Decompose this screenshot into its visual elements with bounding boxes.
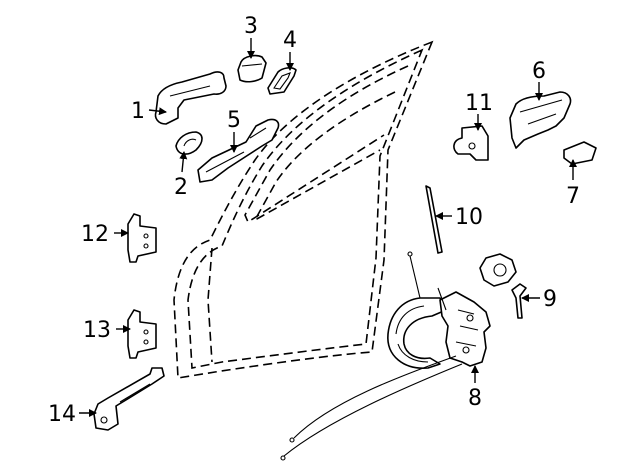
callout-12: 12 (81, 222, 109, 247)
part-14-door-check (93, 367, 165, 431)
callout-14: 14 (48, 402, 76, 427)
callout-7: 7 (566, 184, 580, 209)
part-13-hinge (127, 309, 157, 359)
part-9-lock-cylinder (479, 253, 527, 319)
leader-lines (79, 38, 577, 417)
part-8-latch-assembly (280, 251, 491, 461)
part-6-inside-handle (509, 91, 572, 149)
callout-2: 2 (174, 175, 188, 200)
part-11-bracket (453, 125, 489, 161)
part-4-gasket (267, 67, 297, 95)
callout-13: 13 (83, 318, 111, 343)
part-7-cover (563, 141, 597, 165)
part-10-rod (425, 185, 443, 254)
callout-9: 9 (543, 287, 557, 312)
part-1-outside-handle (154, 71, 227, 125)
callout-1: 1 (131, 99, 145, 124)
callout-5: 5 (227, 108, 241, 133)
part-5-handle-frame (197, 118, 280, 183)
callout-10: 10 (455, 205, 483, 230)
part-3-handle-cap (237, 54, 267, 83)
part-2-gasket-ring (175, 131, 203, 155)
callout-labels: 1 2 3 4 5 6 7 8 9 10 11 12 13 14 (48, 14, 580, 427)
door-shell-outline (173, 40, 434, 379)
callout-3: 3 (244, 14, 258, 39)
callout-8: 8 (468, 386, 482, 411)
callout-4: 4 (283, 28, 297, 53)
part-12-hinge (127, 213, 157, 263)
callout-6: 6 (532, 59, 546, 84)
callout-11: 11 (465, 91, 493, 116)
leader-2 (179, 151, 188, 173)
leader-1 (148, 107, 167, 116)
